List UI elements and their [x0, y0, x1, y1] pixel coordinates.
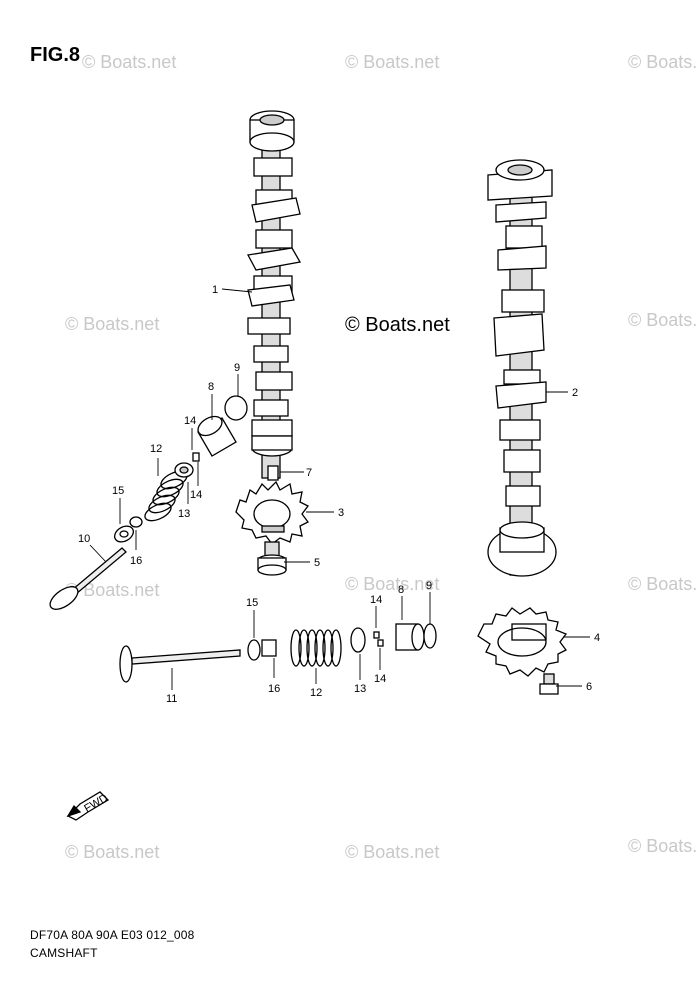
watermark: © Boats.net — [82, 52, 177, 72]
callout-16: 16 — [130, 555, 142, 567]
callout-16: 16 — [268, 683, 280, 695]
bolt-6[interactable] — [539, 673, 559, 695]
callout-8: 8 — [208, 381, 214, 393]
callout-14: 14 — [374, 673, 386, 685]
watermark: © Boats.net — [628, 836, 696, 856]
watermark: © Boats.net — [65, 314, 160, 334]
callout-13: 13 — [354, 683, 366, 695]
callout-9: 9 — [426, 580, 432, 592]
retainer-13-bottom[interactable] — [350, 627, 366, 653]
spring-12-bottom[interactable] — [290, 629, 342, 667]
callout-3: 3 — [338, 507, 344, 519]
callout-8: 8 — [398, 584, 404, 596]
valve-11[interactable] — [119, 645, 241, 683]
callout-15: 15 — [112, 485, 124, 497]
callout-7: 7 — [306, 467, 312, 479]
shim-9-left[interactable] — [224, 395, 248, 421]
camshaft-2[interactable] — [487, 159, 557, 577]
diagram-name: CAMSHAFT — [30, 946, 98, 960]
watermark: © Boats.net — [345, 574, 440, 594]
tappet-8-bottom[interactable] — [395, 623, 425, 651]
sprocket-4[interactable] — [477, 607, 568, 677]
valve-10[interactable] — [46, 547, 127, 614]
center-watermark: © Boats.net — [345, 314, 450, 336]
tappet-8-left[interactable] — [195, 413, 237, 457]
fwd-label: FWD — [82, 792, 110, 815]
callout-4: 4 — [594, 632, 600, 644]
callout-9: 9 — [234, 362, 240, 374]
camshaft-1[interactable] — [246, 110, 302, 479]
callout-12: 12 — [150, 443, 162, 455]
watermark: © Boats.net — [65, 580, 160, 600]
cotter-14-bottom[interactable] — [373, 631, 384, 647]
pin-7[interactable] — [267, 465, 279, 481]
callout-2: 2 — [572, 387, 578, 399]
leader-lines — [89, 288, 590, 690]
fwd-arrow-icon — [66, 791, 110, 821]
callout-1: 1 — [212, 284, 218, 296]
shim-9-bottom[interactable] — [423, 623, 437, 649]
watermark: © Boats.net — [65, 842, 160, 862]
figure-title: FIG.8 — [30, 44, 81, 66]
callout-6: 6 — [586, 681, 592, 693]
watermark: © Boats.net — [628, 310, 696, 330]
seal-16-left[interactable] — [129, 516, 143, 528]
seat-15-bottom[interactable] — [247, 639, 261, 661]
seat-15-left[interactable] — [112, 523, 136, 545]
callout-14: 14 — [370, 594, 382, 606]
watermark: © Boats.net — [345, 52, 440, 72]
watermark: © Boats.net — [345, 842, 440, 862]
diagram-code: DF70A 80A 90A E03 012_008 — [30, 928, 195, 942]
callout-13: 13 — [178, 508, 190, 520]
callout-11: 11 — [166, 693, 177, 705]
watermark: © Boats.net — [628, 574, 696, 594]
bolt-5[interactable] — [257, 541, 287, 576]
sprocket-3[interactable] — [235, 480, 309, 545]
retainer-13-left[interactable] — [174, 462, 194, 478]
callout-10: 10 — [78, 533, 90, 545]
spring-12-left[interactable] — [142, 468, 189, 525]
seal-16-bottom[interactable] — [261, 639, 277, 657]
watermark: © Boats.net — [628, 52, 696, 72]
callout-5: 5 — [314, 557, 320, 569]
cotter-14-left[interactable] — [192, 452, 200, 462]
callout-15: 15 — [246, 597, 258, 609]
callout-14: 14 — [184, 415, 196, 427]
callout-14: 14 — [190, 489, 202, 501]
callout-12: 12 — [310, 687, 322, 699]
